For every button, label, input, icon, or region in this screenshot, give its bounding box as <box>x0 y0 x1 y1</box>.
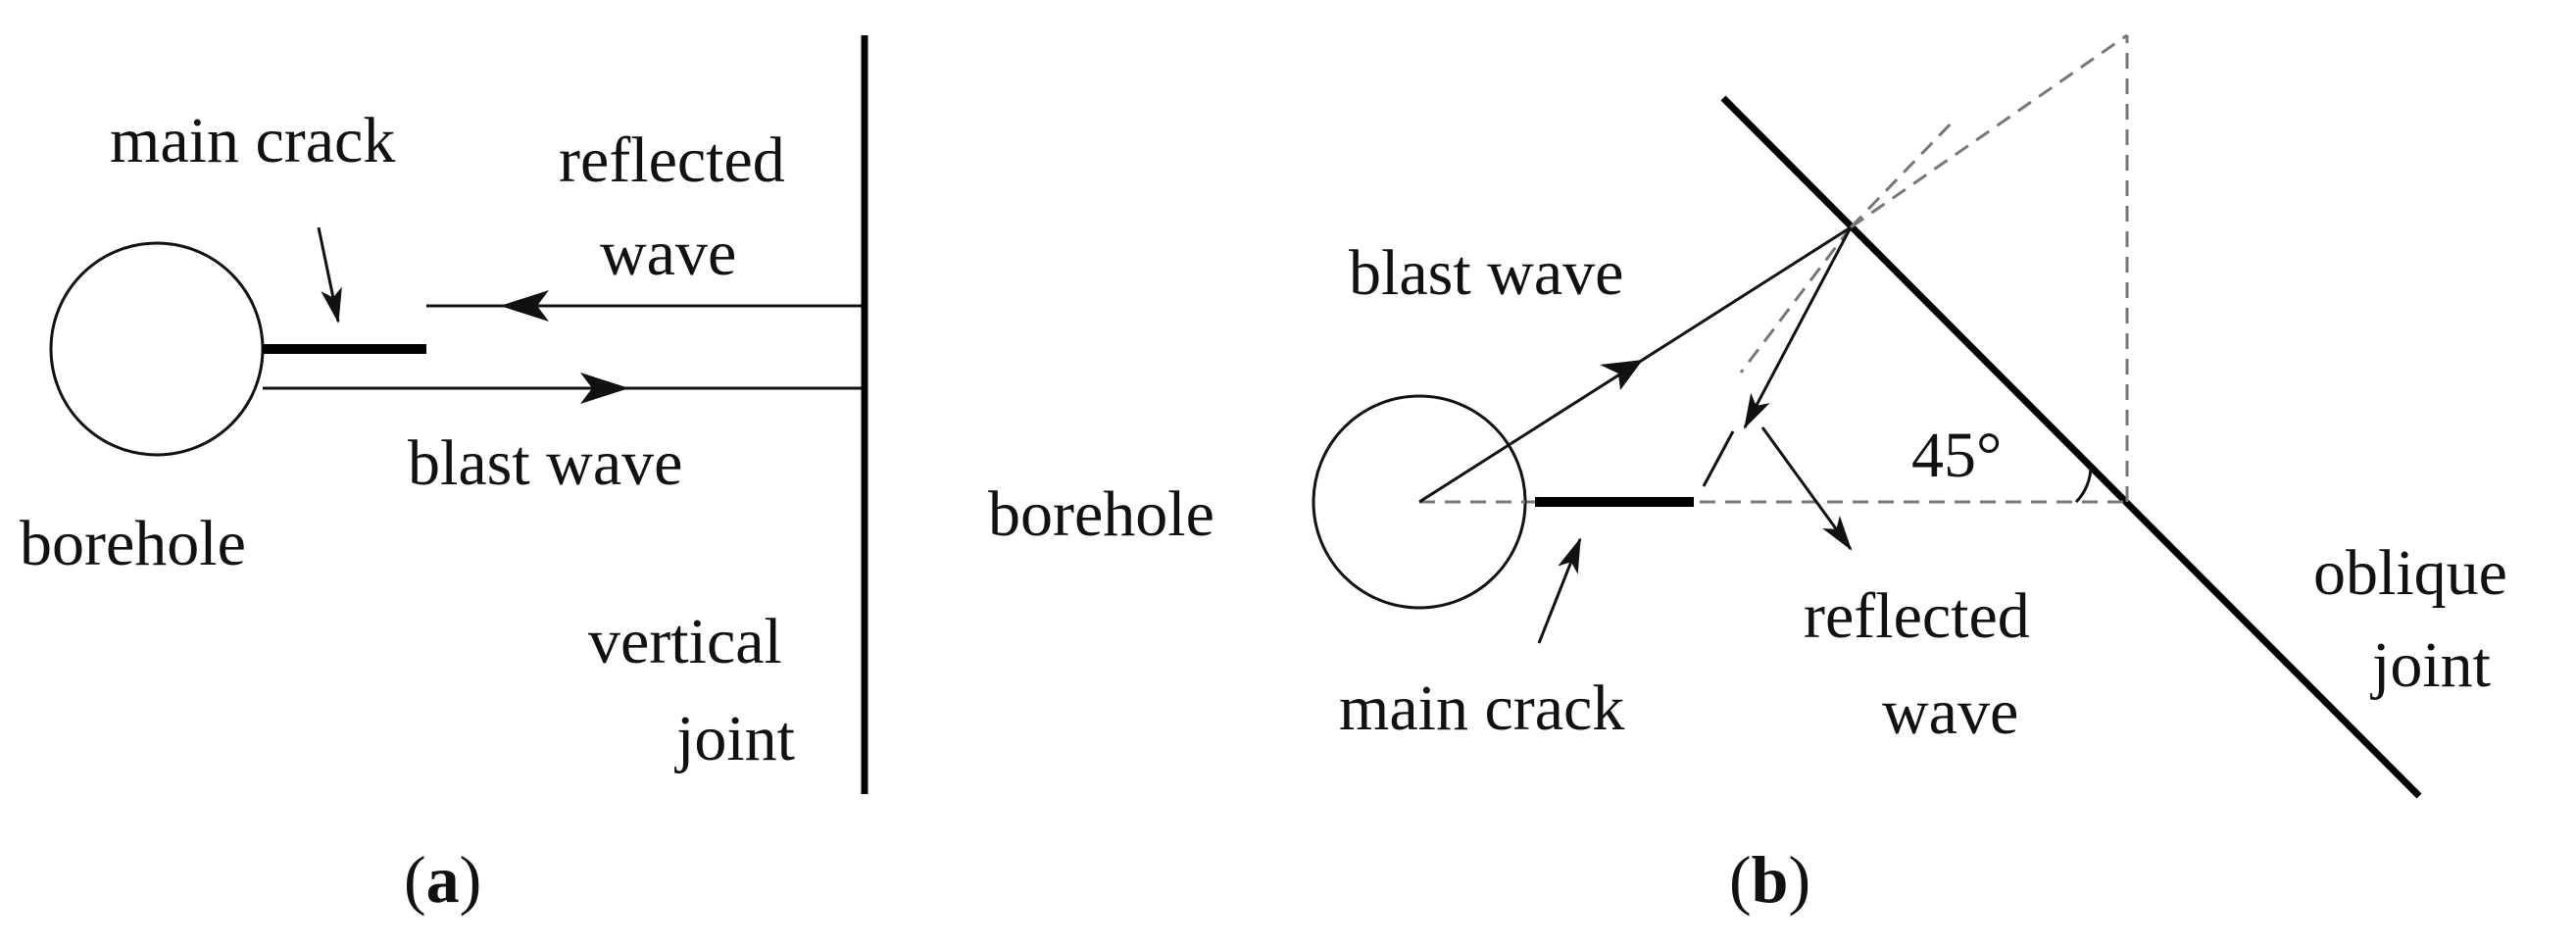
panel-a-open: ( <box>404 842 426 917</box>
main-crack-label: main crack <box>110 105 395 176</box>
dashed-top-line <box>1850 33 2128 229</box>
panel-a-close: ) <box>460 842 482 917</box>
reflected-wave-label-b-line2: wave <box>1882 676 2018 748</box>
borehole-label: borehole <box>20 508 246 579</box>
main-crack-label-b: main crack <box>1339 673 1624 744</box>
panel-a: main crack reflected wave blast wave bor… <box>20 35 868 917</box>
vertical-joint-label-line1: vertical <box>588 606 782 677</box>
reflected-wave-label-line2: wave <box>600 218 736 289</box>
angle-arc <box>2074 466 2093 504</box>
reflected-wave-arrowhead <box>500 290 549 322</box>
borehole-label-b: borehole <box>988 478 1214 550</box>
reflected-wave-label-b-line1: reflected <box>1804 580 2030 652</box>
main-crack-pointer <box>317 226 342 324</box>
oblique-joint-label-line1: oblique <box>2313 537 2507 609</box>
blast-wave-label: blast wave <box>408 427 682 499</box>
blast-wave-arrowhead <box>580 373 629 404</box>
panel-b: blast wave borehole 45° main crack refle… <box>988 33 2507 917</box>
reflected-wave-ray <box>1743 226 1853 429</box>
reflected-wave-label-line1: reflected <box>559 125 785 196</box>
blast-wave-arrowhead-b <box>1600 360 1643 390</box>
oblique-joint-line <box>1720 95 2422 799</box>
blast-wave-label-b: blast wave <box>1349 237 1623 309</box>
panel-b-caption: (b) <box>1729 842 1810 917</box>
oblique-joint-label-line2: joint <box>2370 629 2491 701</box>
reflected-wave-arrow-short <box>1760 426 1853 551</box>
main-crack-pointer-b <box>1537 537 1582 644</box>
panel-a-letter: a <box>426 842 460 917</box>
panel-b-close: ) <box>1788 842 1810 917</box>
panel-b-open: ( <box>1729 842 1752 917</box>
vertical-joint-label-line2: joint <box>674 703 795 774</box>
panel-b-letter: b <box>1752 842 1789 917</box>
angle-label: 45° <box>1911 420 2002 491</box>
panel-a-caption: (a) <box>404 842 481 917</box>
borehole-circle <box>49 241 265 457</box>
extension-dashed-line-lower <box>1739 226 1853 374</box>
extension-dashed-line-upper <box>1849 116 1958 229</box>
reflected-wave-tail <box>1702 430 1735 487</box>
